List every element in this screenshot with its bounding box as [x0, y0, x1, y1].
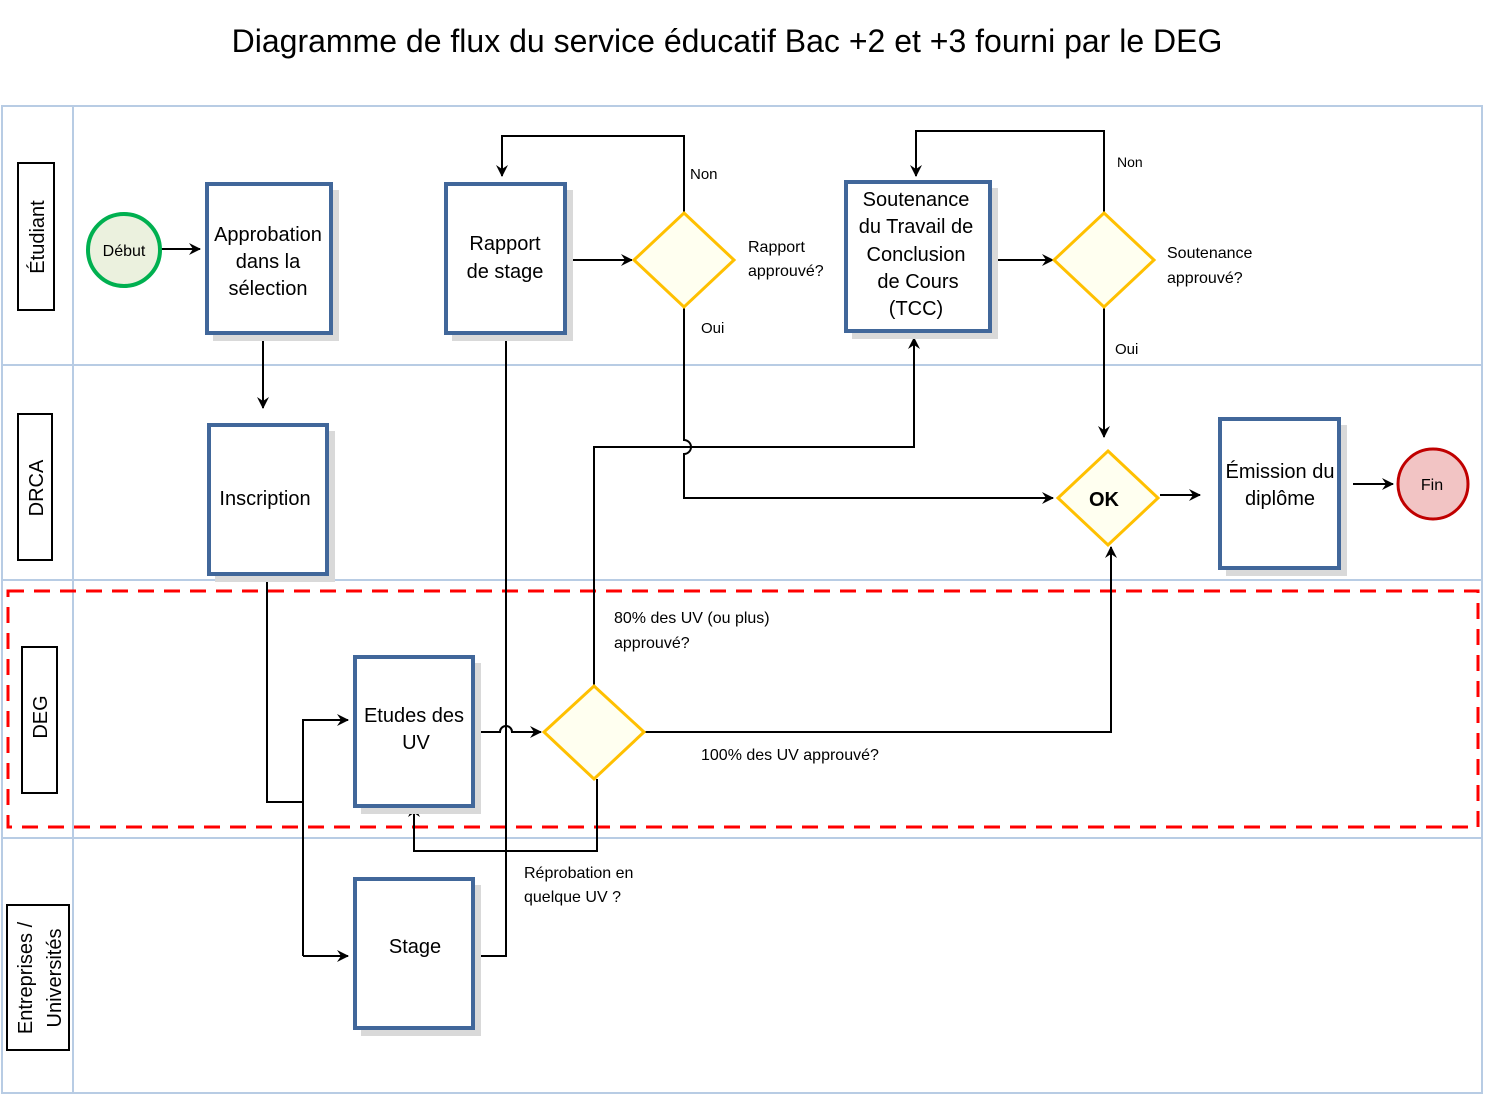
start-node: Début	[86, 212, 162, 288]
svg-text:Fin: Fin	[1421, 477, 1443, 494]
decision-soutenance	[1051, 210, 1157, 310]
swimlane-frame	[1, 105, 1483, 1094]
arrow-rapport-oui	[683, 307, 1054, 504]
svg-text:Entreprises /: Entreprises /	[15, 921, 37, 1034]
lane-label-drca: DRCA	[17, 413, 53, 561]
arrow-reprobation-etudes	[408, 779, 598, 852]
svg-text:DEG: DEG	[30, 695, 52, 738]
deg-highlight-box	[6, 589, 1480, 829]
svg-text:OK: OK	[1089, 489, 1120, 511]
svg-text:Stage: Stage	[389, 936, 441, 958]
svg-text:Étudiant: Étudiant	[26, 200, 49, 274]
arrow-etudes-decision	[475, 725, 542, 738]
arrow-rapport-non	[496, 135, 685, 213]
lane-label-entreprises: Entreprises / Universités	[6, 904, 70, 1051]
label-non-soutenance: Non	[1117, 154, 1143, 170]
arrow-uv100-ok	[645, 546, 1117, 733]
label-non-rapport: Non	[690, 166, 718, 183]
arrow-to-etudes	[302, 714, 349, 956]
arrow-uv80-soutenance	[593, 337, 920, 686]
svg-text:Universités: Universités	[44, 929, 66, 1028]
decision-ok: OK	[1055, 448, 1161, 548]
process-stage: Stage	[353, 877, 481, 1036]
decision-rapport	[631, 210, 737, 310]
label-oui-rapport: Oui	[701, 320, 724, 337]
end-node: Fin	[1396, 447, 1470, 521]
lane-label-etudiant: Étudiant	[17, 162, 55, 311]
connector-stage-rapport	[475, 335, 507, 957]
lane-label-deg: DEG	[21, 646, 58, 794]
decision-uv	[541, 683, 647, 782]
label-oui-soutenance: Oui	[1115, 341, 1138, 358]
connector-inscription	[266, 576, 303, 803]
arrow-soutenance-non	[910, 130, 1105, 213]
swimlanes	[1, 105, 1483, 1094]
svg-text:DRCA: DRCA	[26, 459, 48, 516]
process-inscription: Inscription	[207, 423, 335, 582]
connectors	[160, 130, 1394, 962]
svg-text:Début: Début	[103, 243, 146, 260]
svg-text:Inscription: Inscription	[219, 488, 310, 510]
label-uv100: 100% des UV approuvé?	[701, 747, 879, 764]
diagram-title: Diagramme de flux du service éducatif Ba…	[232, 23, 1223, 59]
label-uv80: 80% des UV (ou plus)approuvé?	[614, 610, 770, 652]
